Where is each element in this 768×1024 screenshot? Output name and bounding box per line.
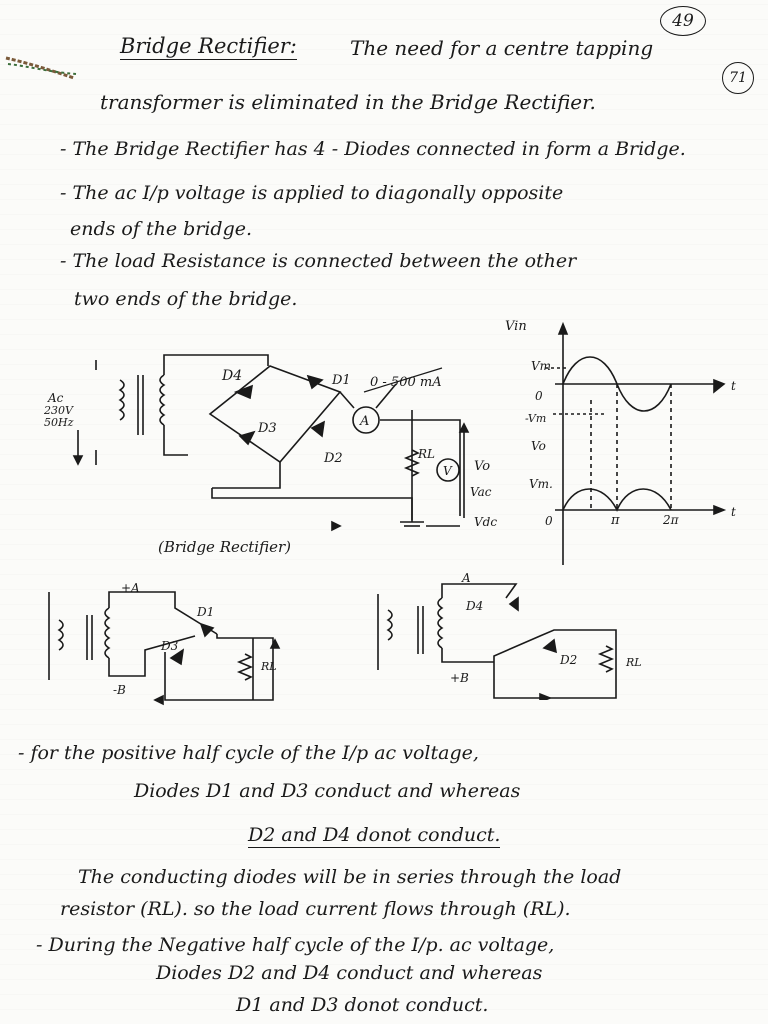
intro-line-1: The need for a centre tapping <box>350 36 654 60</box>
neg-a-label: A <box>461 571 471 585</box>
t-label-1: t <box>731 379 736 393</box>
b-plus-label: +B <box>450 671 469 685</box>
rl-label: RL <box>417 447 435 461</box>
page-sub-number-text: 71 <box>729 70 747 86</box>
bullet-2: - The ac I/p voltage is applied to diago… <box>60 182 564 204</box>
note-3: D2 and D4 donot conduct. <box>248 824 501 848</box>
zero-label-2: 0 <box>545 514 553 528</box>
page-title: Bridge Rectifier: <box>120 34 297 60</box>
note-6: - During the Negative half cycle of the … <box>36 934 555 956</box>
t-label-2: t <box>731 505 736 519</box>
page-number-text: 49 <box>672 11 694 31</box>
vm2-label: Vm. <box>529 477 553 491</box>
ammeter-range: 0 - 500 mA <box>370 375 442 390</box>
bullet-3-cont: two ends of the bridge. <box>74 288 298 310</box>
pi-label: π <box>610 513 620 528</box>
bullet-1: - The Bridge Rectifier has 4 - Diodes co… <box>60 138 686 160</box>
d2-label: D2 <box>323 451 343 466</box>
zero-label-1: 0 <box>535 389 543 403</box>
ac-label: Ac <box>47 391 64 405</box>
vac-label: Vac <box>470 485 492 499</box>
freq-label: 50Hz <box>44 416 74 429</box>
thread-decoration <box>5 56 77 80</box>
voltage-label: 230V <box>43 404 74 417</box>
waveform-graph: Vin Vm 0 -Vm Vo Vm. 0 t t π 2π <box>505 319 736 565</box>
two-pi-label: 2π <box>662 513 680 527</box>
neg-d2-label: D2 <box>559 653 577 667</box>
negative-half-cycle-circuit: A D4 D2 +B RL <box>377 571 642 700</box>
note-7: Diodes D2 and D4 conduct and whereas <box>156 962 543 984</box>
vin-label: Vin <box>505 319 527 334</box>
note-2: Diodes D1 and D3 conduct and whereas <box>134 780 521 802</box>
pos-d3-label: D3 <box>160 639 179 653</box>
positive-half-cycle-circuit: +A D1 D3 -B RL <box>48 581 281 706</box>
neg-rl-label: RL <box>625 656 642 669</box>
d1-label: D1 <box>331 373 351 388</box>
voltmeter-symbol: V <box>443 464 453 478</box>
note-4: The conducting diodes will be in series … <box>78 866 622 888</box>
bridge-rectifier-circuit: Ac 230V 50Hz D4 D1 D3 D2 A 0 - 500 mA RL… <box>43 354 497 556</box>
neg-vm-label: -Vm <box>525 412 546 425</box>
bullet-2-cont: ends of the bridge. <box>70 218 253 240</box>
neg-d4-label: D4 <box>465 599 483 613</box>
page-number: 49 <box>660 6 706 36</box>
vo-graph-label: Vo <box>531 439 546 453</box>
vo-label: Vo <box>474 459 490 474</box>
a-plus-label: +A <box>121 581 140 595</box>
vdc-label: Vdc <box>474 515 497 529</box>
intro-line-2: transformer is eliminated in the Bridge … <box>100 90 596 114</box>
d3-label: D3 <box>257 421 277 436</box>
vm-label: Vm <box>531 359 551 373</box>
circuit-caption: (Bridge Rectifier) <box>158 538 291 556</box>
page-sub-number: 71 <box>722 62 754 94</box>
note-8: D1 and D3 donot conduct. <box>236 994 489 1016</box>
note-5: resistor (RL). so the load current flows… <box>60 898 571 920</box>
note-1: - for the positive half cycle of the I/p… <box>18 742 479 764</box>
bullet-3: - The load Resistance is connected betwe… <box>60 250 577 272</box>
pos-d1-label: D1 <box>196 605 214 619</box>
pos-rl-label: RL <box>260 660 277 673</box>
d4-label: D4 <box>221 368 242 384</box>
b-minus-label: -B <box>113 683 126 697</box>
ammeter-symbol: A <box>359 414 369 429</box>
